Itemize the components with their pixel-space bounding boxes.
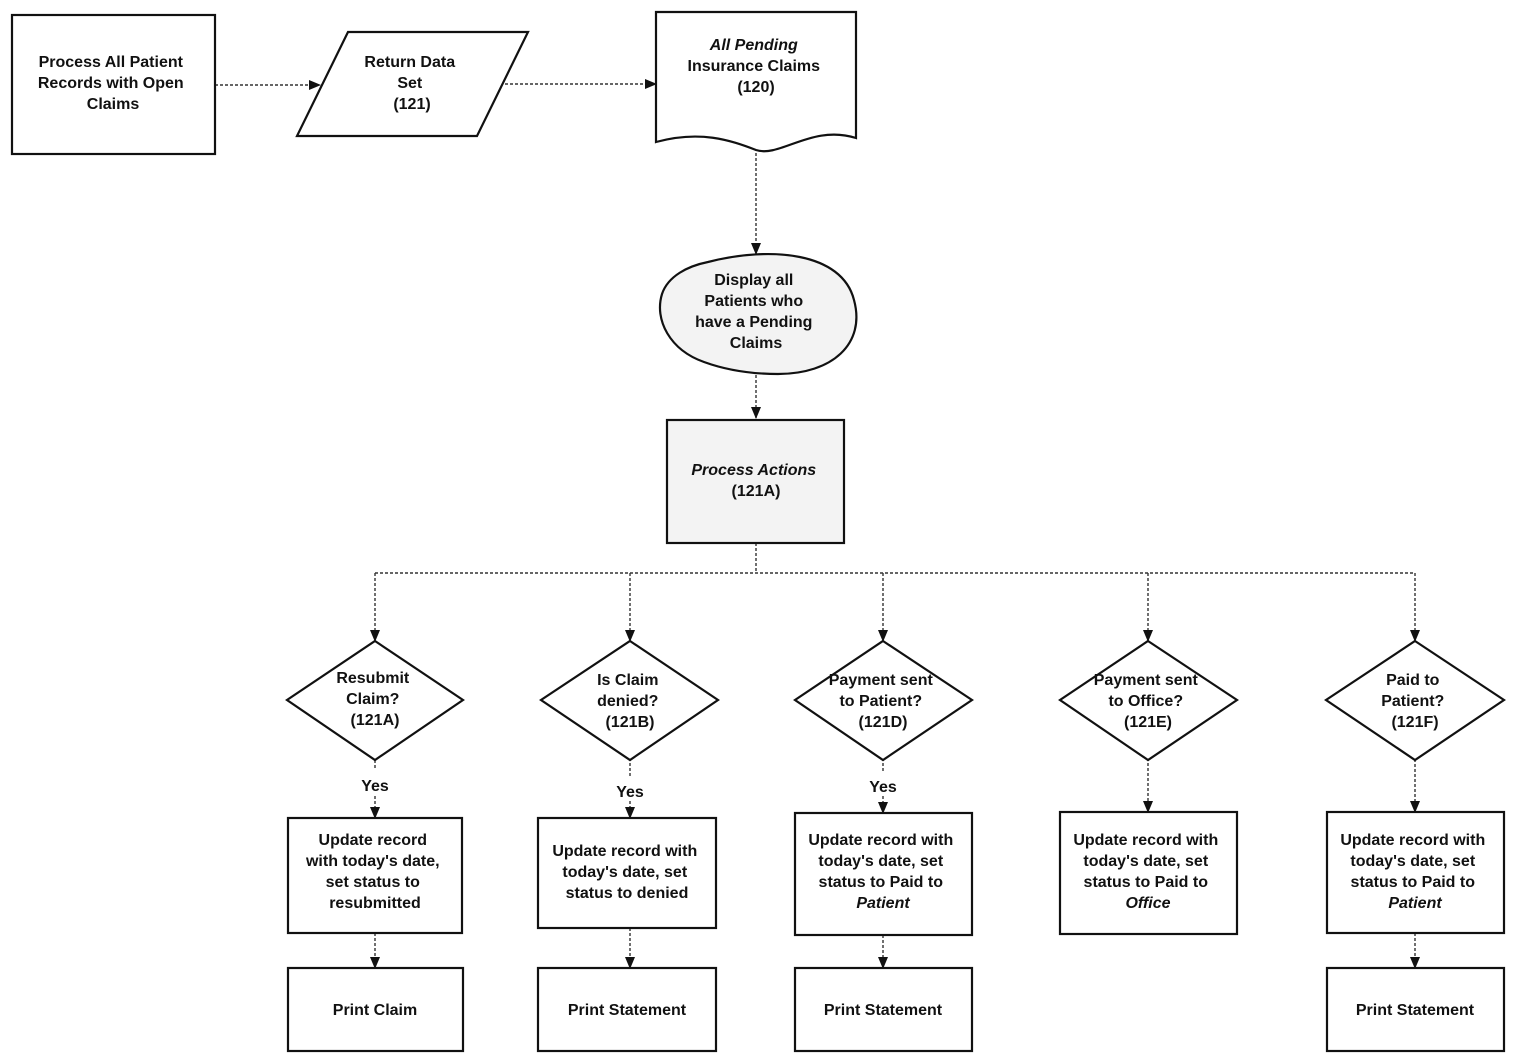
node-update-paid-patient-2: Update record with today's date, set sta… <box>1327 812 1504 933</box>
node-print-statement-1-label: Print Statement <box>568 1002 687 1019</box>
node-update-paid-patient-1: Update record with today's date, set sta… <box>795 813 972 935</box>
decision-claim-denied: Is Claim denied? (121B) <box>541 641 718 760</box>
decision-claim-denied-label: Is Claim denied? (121B) <box>597 672 663 731</box>
edge-label-yes: Yes <box>616 784 644 801</box>
node-print-statement-3: Print Statement <box>1327 968 1504 1051</box>
node-print-statement-3-label: Print Statement <box>1356 1002 1475 1019</box>
node-print-statement-2-label: Print Statement <box>824 1002 943 1019</box>
node-print-claim-label: Print Claim <box>333 1002 417 1019</box>
decision-resubmit-claim: Resubmit Claim? (121A) <box>287 641 463 760</box>
decision-paid-patient: Paid to Patient? (121F) <box>1326 641 1504 760</box>
node-print-claim: Print Claim <box>288 968 463 1051</box>
node-update-resubmitted: Update record with today's date, set sta… <box>288 818 462 933</box>
node-return-data: Return Data Set (121) <box>297 32 528 136</box>
update-box <box>1327 812 1504 933</box>
node-process-actions: Process Actions (121A) <box>667 420 844 543</box>
edge-label-yes: Yes <box>869 779 897 796</box>
node-print-statement-2: Print Statement <box>795 968 972 1051</box>
node-process-all: Process All Patient Records with Open Cl… <box>12 15 215 154</box>
update-box <box>1060 812 1237 934</box>
node-update-paid-office: Update record with today's date, set sta… <box>1060 812 1237 934</box>
node-pending-claims: All Pending Insurance Claims (120) <box>656 12 856 151</box>
node-display-patients: Display all Patients who have a Pending … <box>660 254 856 374</box>
node-update-denied: Update record with today's date, set sta… <box>538 818 716 928</box>
edge-label-yes: Yes <box>361 778 389 795</box>
decision-payment-patient: Payment sent to Patient? (121D) <box>795 641 972 760</box>
process-actions-box <box>667 420 844 543</box>
node-print-statement-1: Print Statement <box>538 968 716 1051</box>
node-update-denied-label: Update record with today's date, set sta… <box>552 843 701 902</box>
decision-payment-office: Payment sent to Office? (121E) <box>1060 641 1237 760</box>
